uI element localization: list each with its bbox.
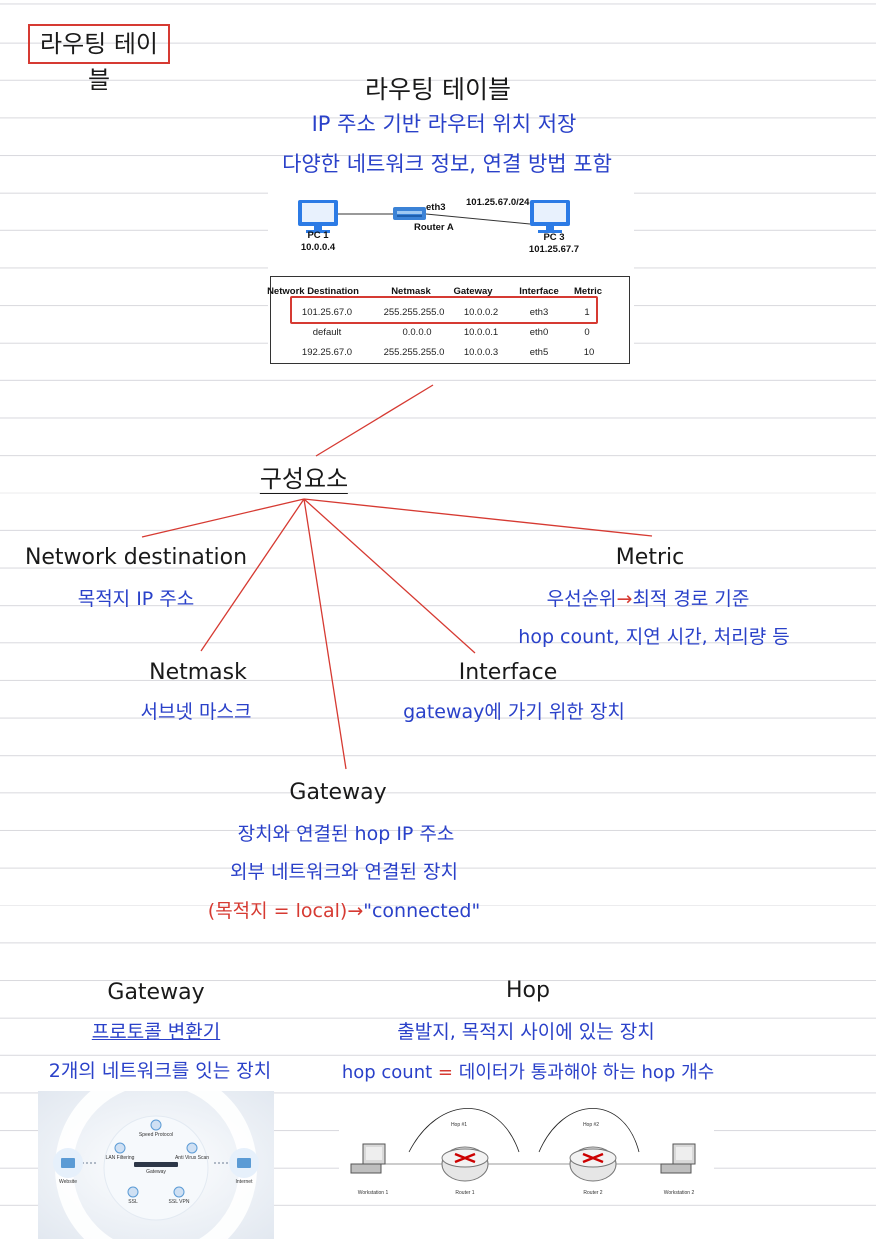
router2-label: Router 2 [583, 1190, 603, 1196]
ws1-label: Workstation 1 [357, 1190, 389, 1196]
metric-desc-2: hop count, 지연 시간, 처리량 등 [518, 626, 790, 648]
page-title-box: 라우팅 테이블 [28, 24, 170, 94]
table-cell: 10.0.0.2 [463, 307, 499, 318]
components-heading: 구성요소 [259, 465, 349, 494]
table-cell: 0 [584, 327, 590, 338]
interface-title: Interface [458, 660, 558, 685]
table-cell: 10.0.0.1 [463, 327, 499, 338]
router1-label: Router 1 [455, 1190, 475, 1196]
metric-desc-1: 우선순위→최적 경로 기준 [546, 588, 750, 610]
table-cell: eth0 [529, 327, 549, 338]
gateway-desc-1: 장치와 연결된 hop IP 주소 [237, 823, 455, 845]
gw-node-label: LAN Filtering [105, 1155, 135, 1161]
pc3-icon [530, 200, 570, 233]
netmask-title: Netmask [149, 660, 247, 685]
pc1-icon [298, 200, 338, 233]
line-to-network-destination [141, 498, 305, 538]
ws2-label: Workstation 2 [663, 1190, 695, 1196]
gw-node-label: SSL VPN [168, 1199, 190, 1205]
line-table-to-components [315, 384, 434, 457]
hop-section-line-1: 출발지, 목적지 사이에 있는 장치 [397, 1021, 655, 1043]
gateway-desc-2: 외부 네트워크와 연결된 장치 [230, 861, 458, 883]
gw-node-label: SSL [128, 1199, 138, 1205]
router-1-icon [441, 1146, 489, 1182]
gateway-section-line-1: 프로토콜 변환기 [91, 1021, 221, 1043]
hop-diagram-image: Hop #1 Hop #2 Workstation 1 Router 1 Rou… [339, 1094, 714, 1204]
netmask-desc: 서브넷 마스크 [140, 701, 252, 723]
gateway-title: Gateway [289, 780, 387, 805]
col-header: Network Destination [267, 286, 359, 297]
metric-title: Metric [615, 545, 685, 570]
router-icon [393, 207, 426, 220]
table-cell: 0.0.0.0 [402, 327, 432, 338]
section-line-2: 다양한 네트워크 정보, 연결 방법 포함 [282, 152, 612, 176]
col-header: Metric [574, 286, 602, 297]
table-cell: 10 [583, 347, 595, 358]
router-label: Router A [414, 222, 454, 233]
line-to-interface [303, 498, 476, 654]
highlighted-row-box [290, 296, 598, 324]
network-destination-title: Network destination [24, 545, 248, 570]
gateway-diagram-image: Speed Protocol Gateway Website Internet … [38, 1091, 274, 1239]
line-to-gateway [303, 498, 347, 770]
interface-desc: gateway에 가기 위한 장치 [403, 701, 625, 723]
table-cell: 255.255.255.0 [383, 307, 445, 318]
gw-node-label: Anti Virus Scan [174, 1155, 210, 1161]
router-iface-label: eth3 [426, 202, 446, 213]
table-cell: 101.25.67.0 [301, 307, 353, 318]
workstation-2-icon [660, 1143, 696, 1174]
section-heading: 라우팅 테이블 [365, 75, 511, 104]
gateway-desc-3: (목적지 = local)→"connected" [207, 900, 481, 922]
gw-left-label: Website [59, 1179, 77, 1185]
hop2-label: Hop #2 [582, 1122, 600, 1128]
gateway-diagram [53, 1091, 259, 1239]
gateway-section-line-2: 2개의 네트워크를 잇는 장치 [48, 1060, 272, 1082]
gw-center-label: Gateway [146, 1169, 166, 1175]
table-cell: eth5 [529, 347, 549, 358]
network-destination-desc: 목적지 IP 주소 [77, 588, 195, 610]
table-cell: default [312, 327, 342, 338]
table-cell: 255.255.255.0 [383, 347, 445, 358]
network-topology [298, 200, 570, 233]
gw-top-label: Speed Protocol [138, 1132, 174, 1138]
gw-right-label: Internet [235, 1179, 253, 1185]
table-cell: 192.25.67.0 [301, 347, 353, 358]
hop-section-line-2: hop count = 데이터가 통과해야 하는 hop 개수 [341, 1062, 715, 1083]
router-2-icon [569, 1146, 617, 1182]
gateway-section-title: Gateway [107, 980, 205, 1005]
routing-table: Network Destination Netmask Gateway Inte… [267, 276, 630, 364]
col-header: Gateway [453, 286, 493, 297]
hop-diagram [350, 1108, 696, 1182]
hop-section-title: Hop [506, 978, 550, 1003]
hop1-label: Hop #1 [450, 1122, 468, 1128]
line-to-metric [303, 498, 653, 537]
table-cell: 1 [584, 307, 590, 318]
table-cell: eth3 [529, 307, 549, 318]
section-line-1: IP 주소 기반 라우터 위치 저장 [311, 112, 577, 136]
workstation-1-icon [350, 1143, 386, 1174]
col-header: Netmask [391, 286, 431, 297]
table-cell: 10.0.0.3 [463, 347, 499, 358]
subnet-label: 101.25.67.0/24 [466, 197, 530, 208]
col-header: Interface [519, 286, 559, 297]
line-to-netmask [200, 498, 305, 652]
